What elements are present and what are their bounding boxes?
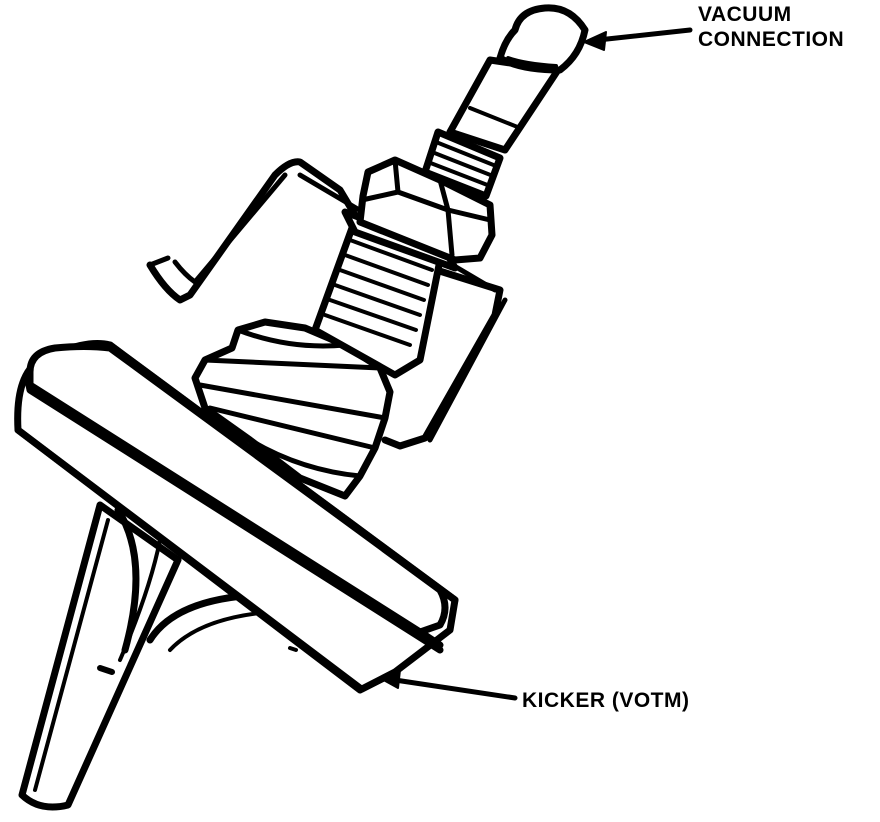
vacuum-connection-label: VACUUM CONNECTION bbox=[698, 2, 844, 52]
hex-nut bbox=[356, 156, 496, 264]
kicker-leader-arrow bbox=[379, 669, 518, 701]
upper-threads bbox=[421, 128, 504, 200]
kicker-votm-label: KICKER (VOTM) bbox=[522, 689, 690, 712]
vacuum-label-line1: VACUUM bbox=[698, 3, 792, 26]
rubber-boot bbox=[191, 318, 394, 500]
vacuum-leader-arrow bbox=[583, 27, 693, 51]
vacuum-nipple bbox=[446, 4, 589, 154]
lower-shaft bbox=[18, 501, 182, 811]
vacuum-label-line2: CONNECTION bbox=[698, 28, 845, 51]
housing-rim bbox=[26, 343, 449, 636]
